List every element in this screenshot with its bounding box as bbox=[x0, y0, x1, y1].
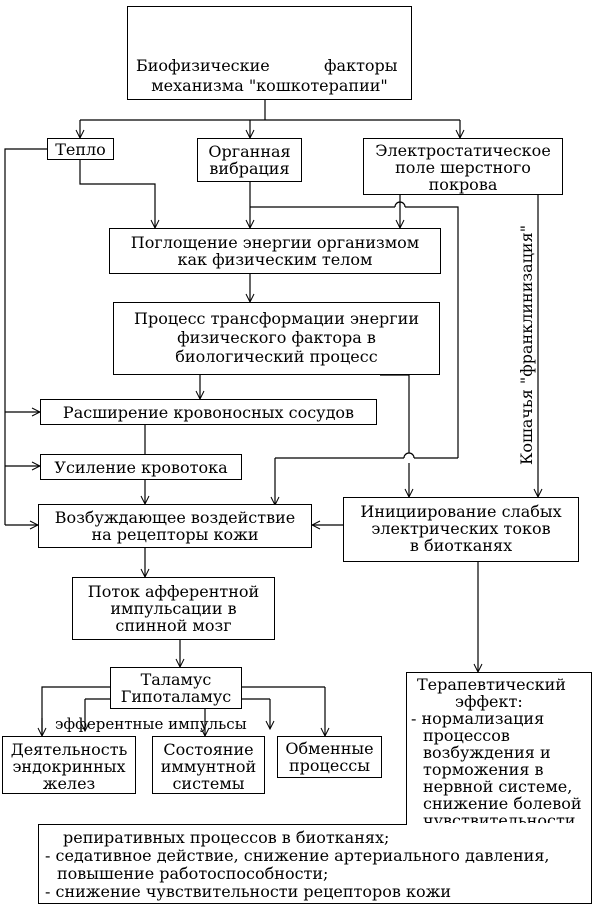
node-endocrine-line1: Деятельность bbox=[10, 740, 128, 759]
bottom-effect-l2: - седативное действие, снижение артериал… bbox=[45, 846, 550, 865]
node-thalamus-line2: Гипоталамус bbox=[120, 687, 232, 706]
node-transform-line1: Процесс трансформации энергии bbox=[134, 309, 419, 328]
label-franklinization: Кошачья "франклинизация" bbox=[517, 224, 536, 465]
node-initiation-line3: в биотканях bbox=[409, 536, 513, 555]
therapeutic-title2: эффект: bbox=[455, 692, 523, 711]
node-top-line2: факторы bbox=[324, 56, 398, 75]
node-stimulation: Возбуждающее воздействие на рецепторы ко… bbox=[38, 504, 312, 548]
node-organ-vibration-line1: Органная bbox=[208, 142, 291, 161]
node-heat: Тепло bbox=[47, 138, 114, 160]
node-afferent-line1: Поток афферентной bbox=[87, 582, 260, 601]
node-vasodilation-label: Расширение кровоносных сосудов bbox=[62, 403, 355, 422]
node-endocrine: Деятельность эндокринных желез bbox=[2, 736, 136, 794]
node-stimulation-line2: на рецепторы кожи bbox=[91, 525, 259, 544]
therapeutic-l1: - нормализация bbox=[411, 709, 545, 728]
node-top: Биофизические факторы механизма "кошкоте… bbox=[127, 6, 412, 100]
node-initiation-line1: Инициирование слабых bbox=[360, 502, 562, 521]
node-blood-flow-label: Усиление кровотока bbox=[54, 458, 228, 477]
node-therapeutic: Терапевтический эффект: - нормализация п… bbox=[406, 672, 592, 832]
connector bbox=[403, 452, 415, 459]
connector bbox=[380, 374, 410, 453]
node-organ-vibration-line2: вибрация bbox=[209, 159, 290, 178]
node-afferent-line3: спинной мозг bbox=[115, 616, 232, 635]
node-electrostatic: Электростатическое поле шерстного покров… bbox=[363, 138, 563, 195]
node-absorption-line2: как физическим телом bbox=[177, 250, 373, 269]
connector bbox=[405, 206, 459, 458]
therapeutic-title1: Терапевтический bbox=[417, 675, 566, 694]
node-therapeutic-continued: репиративных процессов в биотканях; - се… bbox=[38, 824, 592, 904]
node-immune-line1: Состояние bbox=[163, 740, 254, 759]
node-initiation: Инициирование слабых электрических токов… bbox=[343, 497, 579, 562]
node-immune-line2: иммунтной bbox=[160, 757, 257, 776]
bottom-effect-l3: повышение работоспособности; bbox=[57, 864, 329, 883]
therapeutic-l3: возбуждения и bbox=[423, 743, 551, 762]
therapeutic-l4: торможения в bbox=[423, 760, 544, 779]
node-electrostatic-line3: покрова bbox=[428, 175, 498, 194]
node-vasodilation: Расширение кровоносных сосудов bbox=[40, 399, 377, 425]
node-initiation-line2: электрических токов bbox=[371, 519, 551, 538]
therapeutic-l2: процессов bbox=[423, 726, 510, 745]
effect-join bbox=[407, 823, 591, 826]
node-transform: Процесс трансформации энергии физическог… bbox=[113, 302, 440, 375]
node-thalamus: Таламус Гипоталамус bbox=[110, 667, 242, 709]
node-metabolic-line1: Обменные bbox=[285, 739, 374, 758]
node-immune-line3: системы bbox=[172, 774, 245, 793]
node-immune: Состояние иммунтной системы bbox=[152, 736, 265, 794]
node-thalamus-line1: Таламус bbox=[140, 670, 212, 689]
node-heat-label: Тепло bbox=[55, 140, 106, 159]
node-endocrine-line2: эндокринных bbox=[12, 757, 126, 776]
therapeutic-l6: снижение болевой bbox=[423, 794, 582, 813]
connector bbox=[4, 148, 47, 525]
node-afferent: Поток афферентной импульсации в спинной … bbox=[72, 577, 275, 640]
node-metabolic-line2: процессы bbox=[289, 756, 370, 775]
node-transform-line2: физического фактора в bbox=[177, 328, 376, 347]
node-electrostatic-line2: поле шерстного bbox=[395, 158, 531, 177]
node-stimulation-line1: Возбуждающее воздействие bbox=[54, 508, 296, 527]
bottom-effect-l4: - снижение чувствительности рецепторов к… bbox=[45, 882, 451, 901]
node-absorption: Поглощение энергии организмом как физиче… bbox=[109, 228, 441, 274]
therapeutic-l5: нервной системе, bbox=[423, 777, 573, 796]
node-absorption-line1: Поглощение энергии организмом bbox=[130, 233, 420, 252]
bottom-effect-l1: репиративных процессов в биотканях; bbox=[63, 828, 390, 847]
label-efferent: эфферентные импульсы bbox=[55, 715, 247, 733]
node-transform-line3: биологический процесс bbox=[175, 347, 378, 366]
node-metabolic: Обменные процессы bbox=[277, 736, 382, 778]
node-blood-flow: Усиление кровотока bbox=[40, 454, 242, 480]
node-organ-vibration: Органная вибрация bbox=[197, 138, 302, 182]
node-endocrine-line3: желез bbox=[42, 774, 96, 793]
node-top-line3: механизма "кошкотерапии" bbox=[151, 76, 388, 95]
arrow bbox=[79, 160, 155, 228]
node-electrostatic-line1: Электростатическое bbox=[375, 141, 551, 160]
node-afferent-line2: импульсации в bbox=[110, 599, 237, 618]
node-top-line1: Биофизические bbox=[136, 56, 270, 75]
